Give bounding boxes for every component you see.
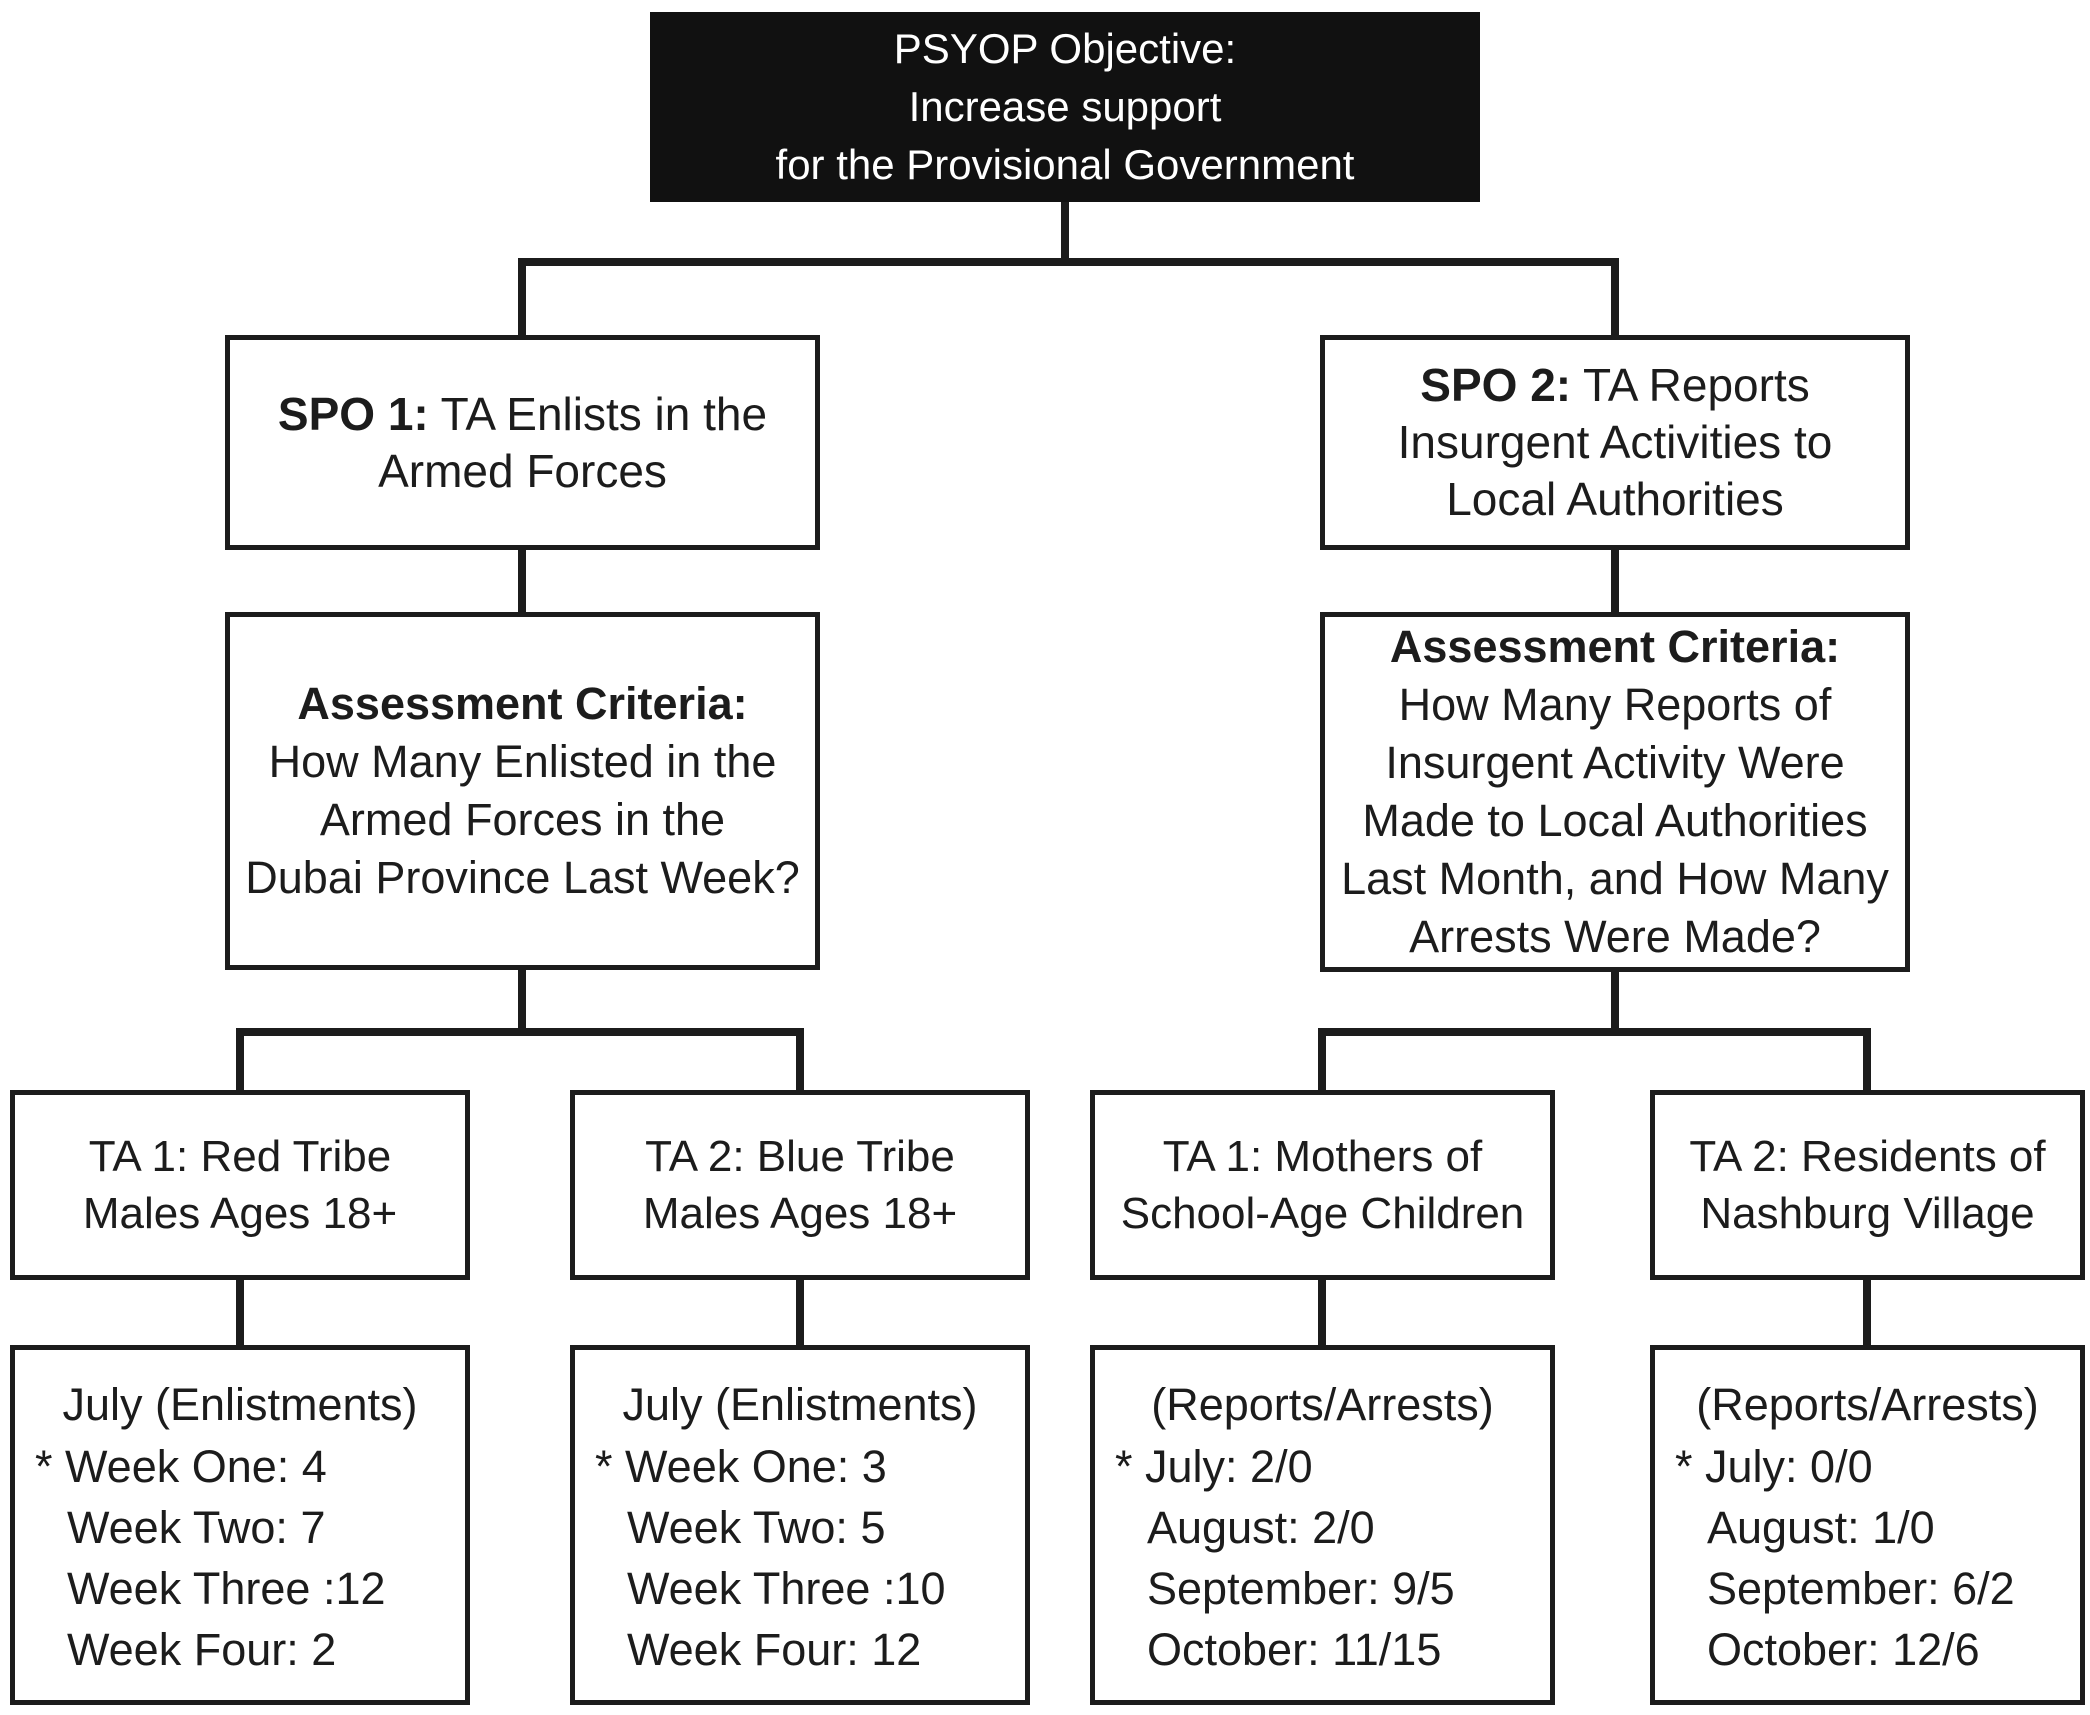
detail-mothers-title: (Reports/Arrests) [1151, 1379, 1494, 1430]
connector-to-ta1-left [236, 1028, 244, 1093]
ta-box-red-tribe: TA 1: Red Tribe Males Ages 18+ [10, 1090, 470, 1280]
connector-ta1-right-to-detail [1318, 1278, 1326, 1348]
connector-to-spo2 [1611, 258, 1619, 338]
detail-nashburg-items: * July: 0/0 August: 1/0 September: 6/2 O… [1655, 1436, 2080, 1680]
ta-box-nashburg-residents: TA 2: Residents of Nashburg Village [1650, 1090, 2085, 1280]
detail-blue-tribe-title: July (Enlistments) [622, 1379, 978, 1430]
detail-item: * July: 2/0 [1115, 1441, 1313, 1492]
ta-blue-tribe-text: TA 2: Blue Tribe Males Ages 18+ [642, 1132, 958, 1238]
ta-red-tribe-text: TA 1: Red Tribe Males Ages 18+ [82, 1132, 398, 1238]
detail-item: * July: 0/0 [1675, 1441, 1873, 1492]
connector-to-ta1-right [1318, 1028, 1326, 1093]
connector-spo1-to-ac1 [518, 548, 526, 618]
connector-to-ta2-left [796, 1028, 804, 1093]
connector-right-split-horizontal [1318, 1028, 1871, 1036]
assessment-criteria-1-heading: Assessment Criteria: [297, 678, 748, 729]
detail-nashburg-title: (Reports/Arrests) [1696, 1379, 2039, 1430]
objective-text: PSYOP Objective: Increase support for th… [775, 25, 1355, 188]
assessment-criteria-2-heading: Assessment Criteria: [1389, 621, 1841, 672]
connector-ta2-right-to-detail [1863, 1278, 1871, 1348]
detail-item: September: 6/2 [1707, 1563, 2015, 1614]
spo1-box: SPO 1: TA Enlists in the Armed Forces [225, 335, 820, 550]
assessment-criteria-2-body: How Many Reports of Insurgent Activity W… [1341, 679, 1889, 962]
detail-box-nashburg-residents: (Reports/Arrests) * July: 0/0 August: 1/… [1650, 1345, 2085, 1705]
detail-item: September: 9/5 [1147, 1563, 1455, 1614]
connector-ta1-left-to-detail [236, 1278, 244, 1348]
assessment-criteria-1-box: Assessment Criteria: How Many Enlisted i… [225, 612, 820, 970]
detail-item: * Week One: 3 [595, 1441, 887, 1492]
objective-box: PSYOP Objective: Increase support for th… [650, 12, 1480, 202]
connector-to-ta2-right [1863, 1028, 1871, 1093]
detail-item: Week Four: 2 [67, 1624, 337, 1675]
assessment-criteria-1-body: How Many Enlisted in the Armed Forces in… [245, 736, 800, 903]
detail-item: Week Three :12 [67, 1563, 386, 1614]
spo2-label: SPO 2: [1420, 359, 1572, 411]
connector-objective-down [1061, 200, 1069, 266]
detail-mothers-items: * July: 2/0 August: 2/0 September: 9/5 O… [1095, 1436, 1550, 1680]
ta-box-mothers: TA 1: Mothers of School-Age Children [1090, 1090, 1555, 1280]
assessment-criteria-2-box: Assessment Criteria: How Many Reports of… [1320, 612, 1910, 972]
spo2-box: SPO 2: TA Reports Insurgent Activities t… [1320, 335, 1910, 550]
detail-item: August: 2/0 [1147, 1502, 1375, 1553]
connector-to-spo1 [518, 258, 526, 338]
spo1-body: TA Enlists in the Armed Forces [378, 387, 768, 497]
connector-ac2-down [1611, 968, 1619, 1036]
connector-left-split-horizontal [236, 1028, 804, 1036]
spo2-text: SPO 2: TA Reports Insurgent Activities t… [1398, 357, 1833, 528]
connector-top-split-horizontal [518, 258, 1619, 266]
detail-red-tribe-items: * Week One: 4 Week Two: 7 Week Three :12… [15, 1436, 465, 1680]
detail-item: Week Three :10 [627, 1563, 946, 1614]
connector-spo2-to-ac2 [1611, 548, 1619, 618]
detail-item: Week Two: 7 [67, 1502, 326, 1553]
spo2-body: TA Reports Insurgent Activities to Local… [1397, 359, 1833, 525]
detail-red-tribe-title: July (Enlistments) [62, 1379, 418, 1430]
detail-box-blue-tribe: July (Enlistments) * Week One: 3 Week Tw… [570, 1345, 1030, 1705]
detail-item: October: 11/15 [1147, 1624, 1442, 1675]
spo1-text: SPO 1: TA Enlists in the Armed Forces [278, 386, 767, 500]
ta-nashburg-text: TA 2: Residents of Nashburg Village [1689, 1132, 2046, 1238]
detail-item: Week Four: 12 [627, 1624, 922, 1675]
ta-box-blue-tribe: TA 2: Blue Tribe Males Ages 18+ [570, 1090, 1030, 1280]
connector-ac1-down [518, 968, 526, 1036]
spo1-label: SPO 1: [277, 387, 429, 440]
ta-mothers-text: TA 1: Mothers of School-Age Children [1120, 1132, 1525, 1238]
detail-item: October: 12/6 [1707, 1624, 1980, 1675]
detail-item: August: 1/0 [1707, 1502, 1935, 1553]
detail-box-mothers: (Reports/Arrests) * July: 2/0 August: 2/… [1090, 1345, 1555, 1705]
detail-blue-tribe-items: * Week One: 3 Week Two: 5 Week Three :10… [575, 1436, 1025, 1680]
detail-item: * Week One: 4 [35, 1441, 327, 1492]
detail-item: Week Two: 5 [627, 1502, 886, 1553]
connector-ta2-left-to-detail [796, 1278, 804, 1348]
detail-box-red-tribe: July (Enlistments) * Week One: 4 Week Tw… [10, 1345, 470, 1705]
